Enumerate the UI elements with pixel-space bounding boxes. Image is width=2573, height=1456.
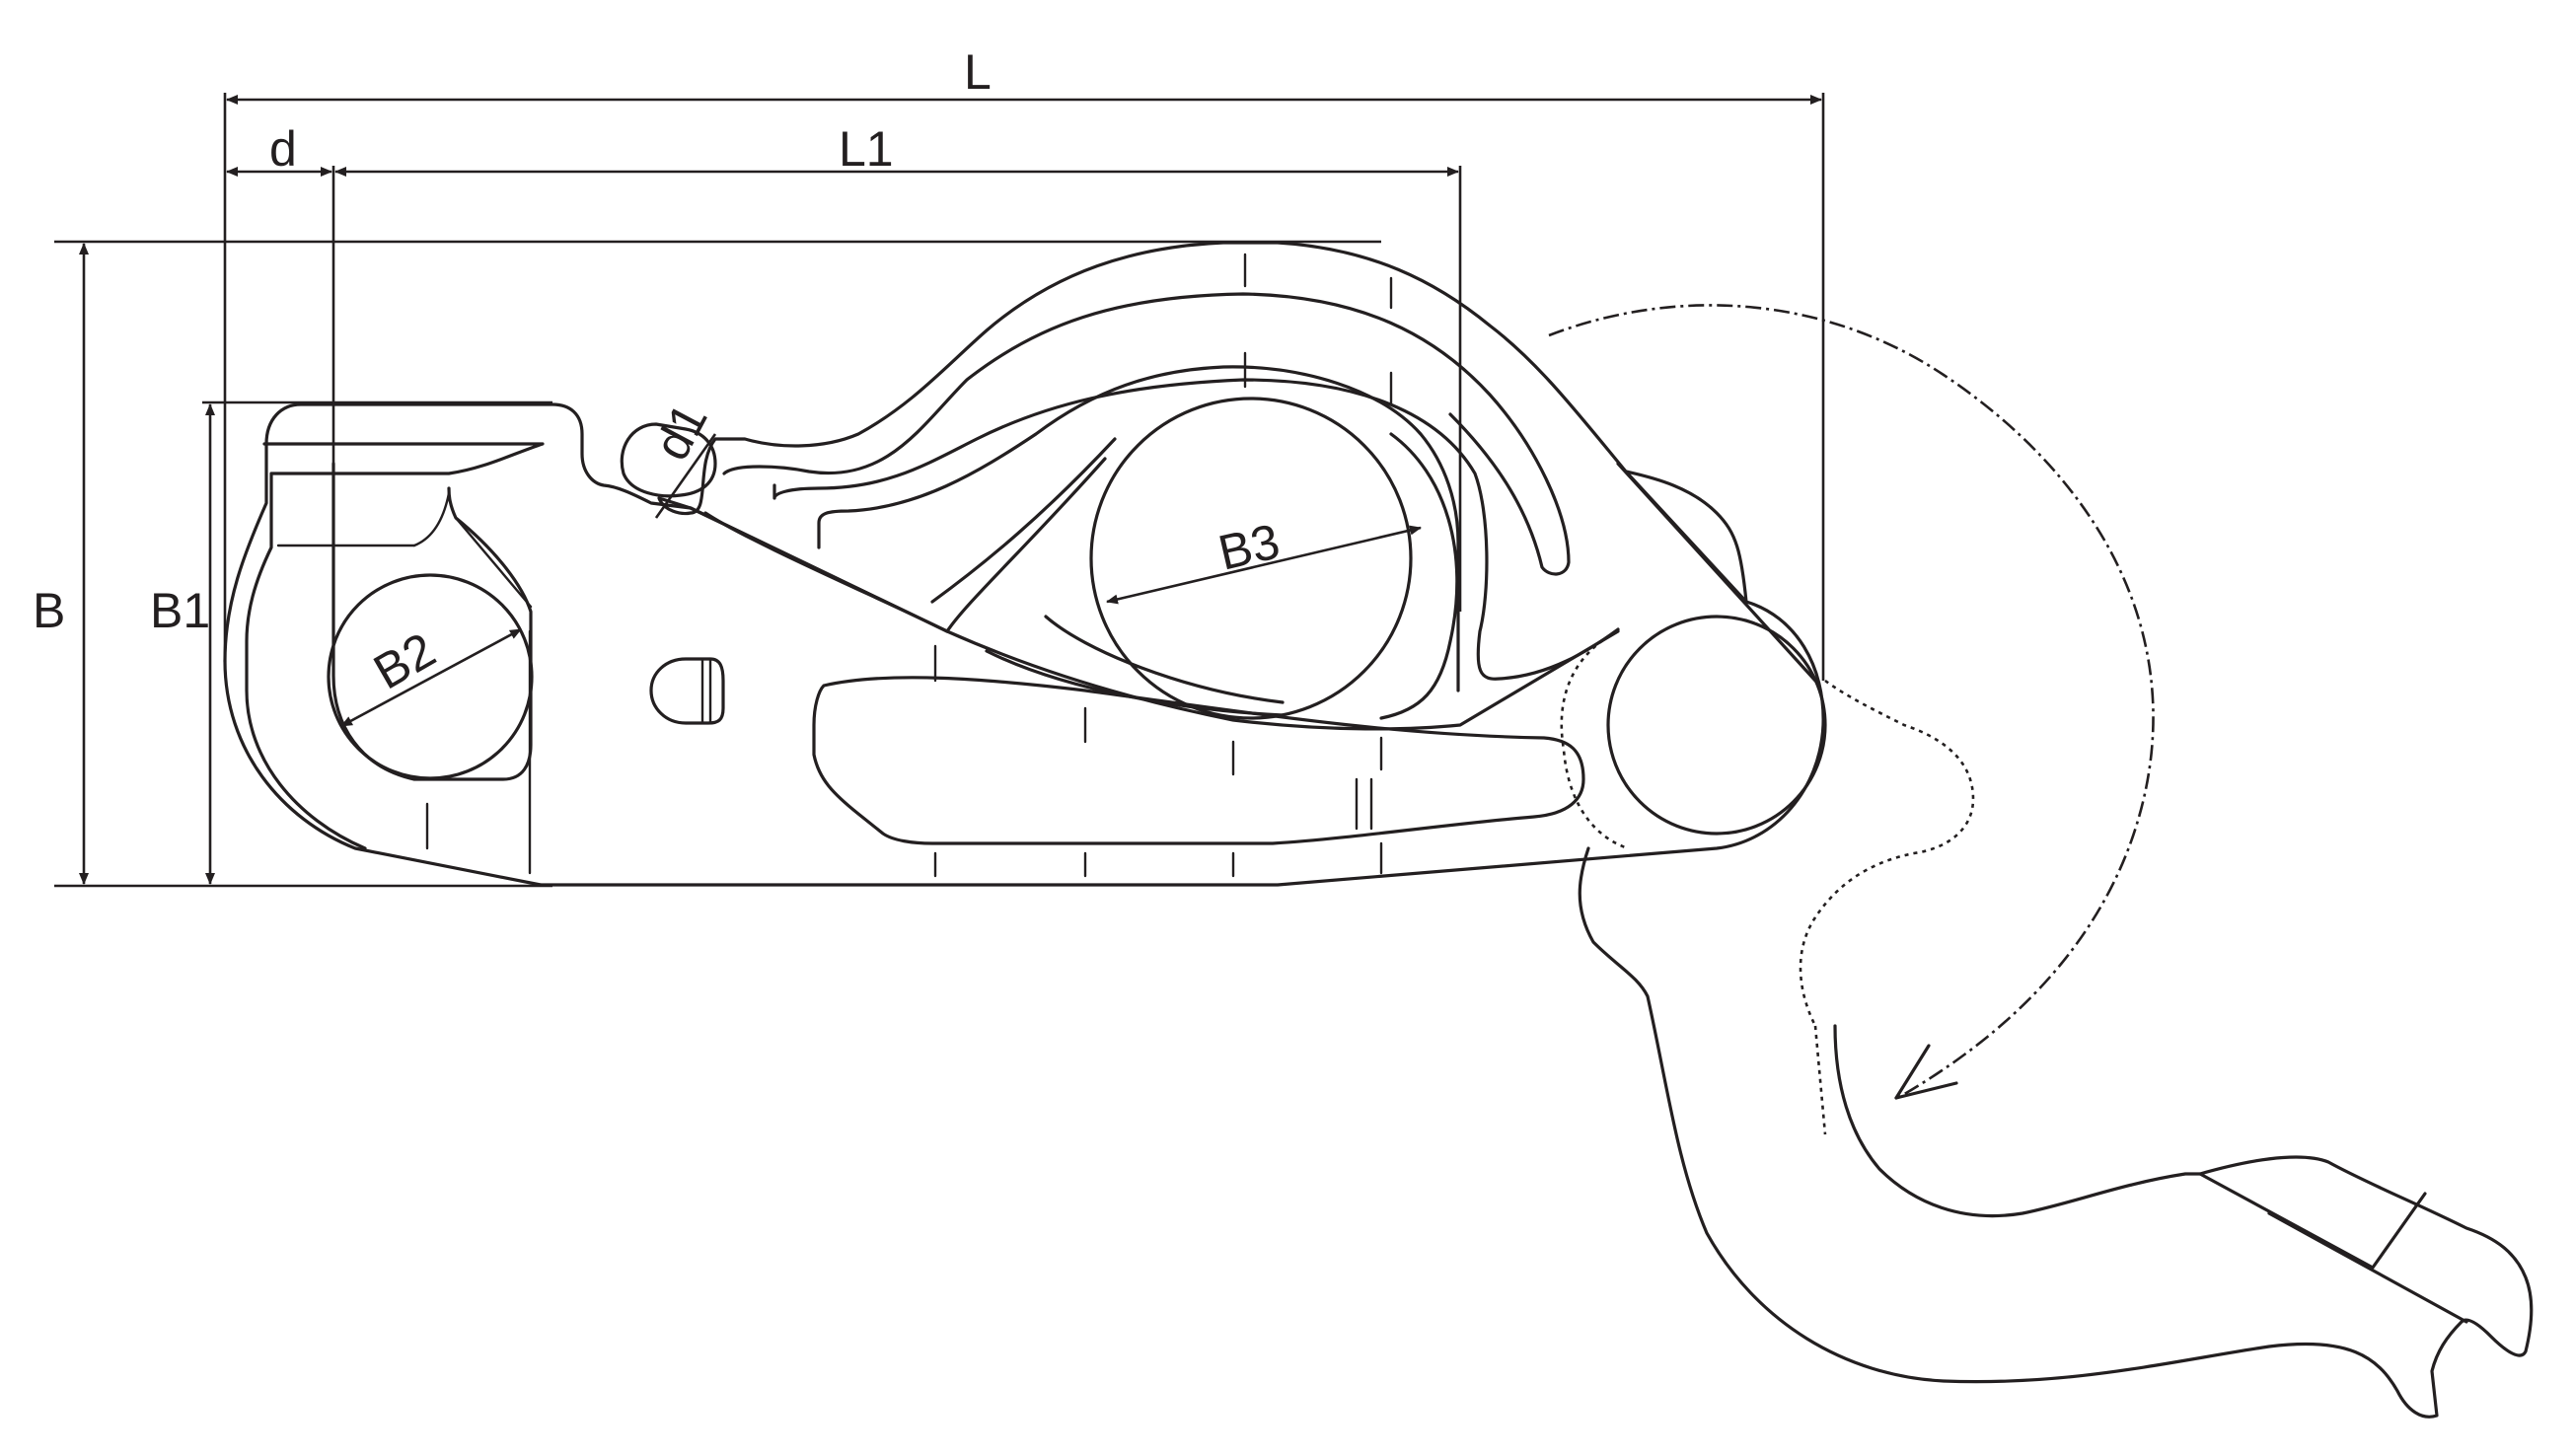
dimension-B3 (1106, 525, 1422, 605)
hook-body (223, 241, 1827, 887)
label-B: B (33, 583, 65, 638)
rotation-arrow (1548, 304, 2155, 1102)
pin-hole-d1 (620, 422, 717, 498)
latch-open-position (1560, 629, 1975, 1135)
label-B2: B2 (365, 621, 445, 699)
label-B1: B1 (150, 583, 210, 638)
label-d: d (269, 121, 297, 177)
dimension-lines (54, 93, 1825, 888)
label-L: L (964, 44, 992, 100)
label-L1: L1 (839, 121, 894, 177)
dimension-B2 (340, 627, 522, 728)
label-B3: B3 (1213, 513, 1285, 580)
latch-pivot (1606, 615, 1827, 836)
latch-swung-position (1578, 846, 2534, 1419)
surface-ticks (933, 253, 1393, 878)
slot-pin (649, 657, 725, 725)
pin-hole-b2 (327, 573, 534, 780)
pin-hole-b3 (1089, 397, 1413, 720)
